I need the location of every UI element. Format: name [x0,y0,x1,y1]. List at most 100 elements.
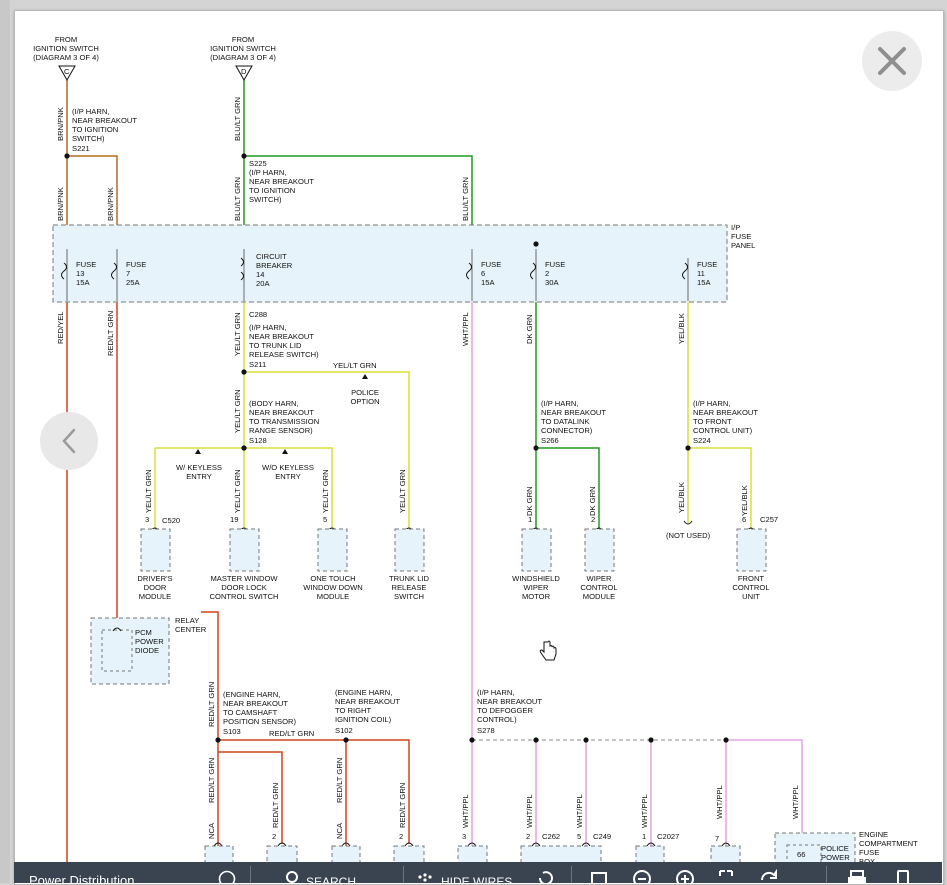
relay-connector-symbol [112,627,122,632]
engine-compartment-fuse-box-label: ENGINECOMPARTMENTFUSEBOX [859,830,918,866]
wire-label: YEL/LT GRN [144,469,153,513]
info-button[interactable] [218,868,236,883]
wire-red-lt-grn-f7 [116,276,122,629]
wire-label-horizontal: YEL/LT GRN [333,361,377,370]
pin-7: 7 [715,834,719,843]
device-icon [897,870,909,883]
zoom-out-icon [633,870,651,883]
pcm-power-diode-box [101,629,133,672]
wire-label: RED/LT GRN [335,758,344,803]
source-c-letter: C [64,67,70,76]
fit-button[interactable] [590,868,608,883]
device-button[interactable] [895,868,911,883]
reset-button[interactable] [536,868,554,883]
print-button[interactable] [846,868,868,883]
fuse-panel-label: I/P FUSE PANEL [731,223,755,250]
wire-label-horizontal: RED/LT GRN [269,729,314,738]
wire-label: YEL/BLK [677,313,686,344]
wire-label: YEL/LT GRN [398,469,407,513]
splice-dots [64,153,729,743]
wire-label: YEL/LT GRN [233,312,242,356]
search-icon [286,871,298,883]
wire-label: WHT/PPL [525,794,534,828]
pin-5: 5 [323,515,327,524]
search-label: SEARCH [306,875,357,883]
wire-label: RED/LT GRN [106,311,115,356]
connector-c288-label: C288 [249,310,267,319]
pin-2: 2 [272,832,276,841]
wire-yel-blk [687,276,752,531]
reset-icon [538,871,553,883]
hide-wires-icon [418,873,432,882]
zoom-out-button[interactable] [632,868,652,883]
wire-label: YEL/BLK [677,482,686,513]
wire-label: BLU/LT GRN [233,97,242,141]
connector-c257-label: C257 [760,515,778,524]
wire-label: DK GRN [525,314,534,344]
connector-c520-label: C520 [162,516,180,525]
fit-icon [591,872,607,883]
pin-19: 19 [230,515,238,524]
wire-label: WHT/PPL [640,794,649,828]
zoom-in-button[interactable] [675,868,695,883]
hide-wires-label: HIDE WIRES [441,875,513,883]
search-button[interactable]: SEARCH [284,868,356,883]
bottom-toolbar: Power Distribution SEARCH HIDE WIRES [14,862,942,883]
source-d-arrow-icon [235,65,253,82]
bottom-connector-symbols [213,842,731,847]
connector-c262-label: C262 [542,832,560,841]
wire-label: DK GRN [525,486,534,516]
rotate-icon [760,868,777,881]
wire-label: BRN/PNK [56,187,65,221]
fuse-symbols [61,257,688,281]
rotate-button[interactable] [759,868,779,883]
pin-2: 2 [591,515,595,524]
wire-label: BLU/LT GRN [233,177,242,221]
hide-wires-button[interactable]: HIDE WIRES [417,868,512,883]
wire-label: BLU/LT GRN [461,177,470,221]
wire-yel-lt-grn [154,276,410,531]
previous-button[interactable] [40,412,98,470]
wire-brn-pnk-source-c [66,80,118,249]
wire-label: RED/LT GRN [207,758,216,803]
wire-label: BRN/PNK [56,107,65,141]
wire-label: RED/LT GRN [271,783,280,828]
connector-c2027-label: C2027 [657,832,679,841]
wire-label: RED/YEL [56,312,65,345]
pin-1: 1 [642,832,646,841]
document-title: Power Distribution [29,873,135,883]
fuse-panel-internal-wires [66,249,689,301]
toolbar-divider [571,866,572,883]
close-button[interactable] [862,31,922,91]
pin-1: 1 [528,515,532,524]
toolbar-divider [826,866,827,883]
not-used-label: (NOT USED) [666,531,711,540]
close-icon [878,47,906,75]
pin-3: 3 [462,832,466,841]
hand-cursor-icon [539,640,557,661]
expand-button[interactable] [717,868,735,883]
pin-5: 5 [577,832,581,841]
wire-label: WHT/PPL [575,794,584,828]
